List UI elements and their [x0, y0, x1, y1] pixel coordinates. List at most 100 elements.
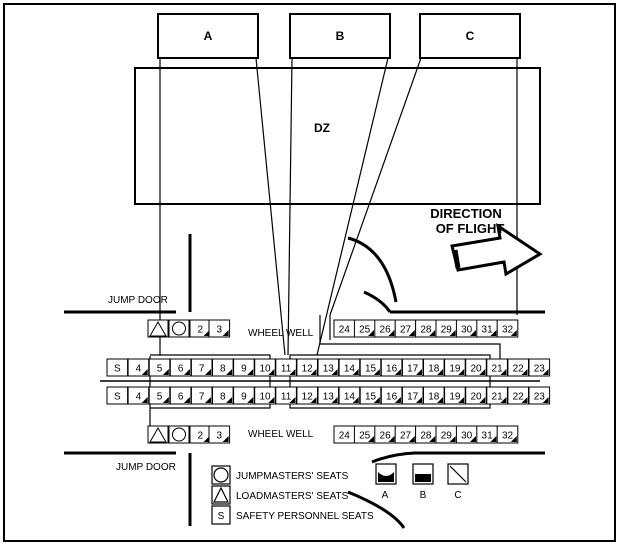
- seat-number: 14: [344, 392, 356, 403]
- jumpmaster-seat: [168, 319, 190, 338]
- seat-number: 20: [470, 364, 482, 375]
- seat-marker: [510, 330, 517, 336]
- seat: 9: [233, 386, 255, 405]
- seat: 20: [465, 358, 487, 377]
- seat-marker: [368, 436, 374, 442]
- seat-marker: [449, 436, 456, 442]
- seat-number: 19: [449, 392, 461, 403]
- seat: 15: [359, 386, 382, 405]
- seat: 7: [190, 386, 213, 405]
- seat-marker: [141, 397, 148, 403]
- seat: 10: [254, 358, 276, 377]
- seat-marker: [183, 369, 190, 375]
- seat-marker: [521, 369, 528, 375]
- stick-seat-c-label: C: [454, 490, 461, 501]
- seat-number: 26: [380, 431, 392, 442]
- seat-marker: [268, 369, 275, 375]
- seat-number: 7: [199, 392, 205, 403]
- legend-safety-box: [211, 505, 231, 525]
- seat-marker: [490, 330, 497, 336]
- seat-number: 13: [323, 364, 335, 375]
- seat-marker: [394, 397, 401, 403]
- seat: 10: [254, 386, 276, 405]
- seat-number: 21: [492, 392, 504, 403]
- seat: 18: [423, 386, 445, 405]
- seat-number: 13: [323, 392, 335, 403]
- seat: 30: [455, 319, 478, 338]
- zone-box-a: A: [157, 13, 259, 59]
- seat: 6: [169, 358, 192, 377]
- seat: 14: [338, 386, 361, 405]
- seat-marker: [162, 397, 169, 403]
- loadmaster-seat-icon: [213, 486, 229, 503]
- seat: S: [106, 358, 129, 377]
- direction-label-line1: DIRECTION: [430, 206, 502, 221]
- seat-marker: [162, 369, 169, 375]
- seat: 12: [296, 358, 318, 377]
- triangle-icon: [149, 426, 167, 443]
- seat: 3: [208, 425, 231, 444]
- seat-number: 16: [386, 392, 398, 403]
- seat-box: [208, 319, 231, 338]
- seat-number: 8: [220, 364, 226, 375]
- seat: 21: [486, 358, 508, 377]
- seat-number: 15: [365, 392, 377, 403]
- seat-marker: [203, 436, 210, 442]
- seat-number: 18: [428, 364, 440, 375]
- seat: 31: [476, 319, 498, 338]
- triangle-icon: [149, 320, 167, 337]
- seat-marker: [226, 369, 233, 375]
- seat-number: 29: [441, 325, 453, 336]
- seat: 14: [338, 358, 361, 377]
- seat-number: 22: [513, 392, 525, 403]
- seat: 8: [212, 358, 234, 377]
- stick-seat-a-label: A: [382, 490, 389, 501]
- seat-marker: [542, 369, 549, 375]
- seat-marker: [310, 397, 317, 403]
- seat: 17: [401, 358, 424, 377]
- seat: 31: [476, 425, 498, 444]
- seat: 16: [380, 358, 403, 377]
- seat: 3: [208, 319, 231, 338]
- seat: 5: [148, 358, 171, 377]
- seat-marker: [268, 397, 275, 403]
- seat-number: 29: [441, 431, 453, 442]
- seat: 12: [296, 386, 318, 405]
- seat-number: 20: [470, 392, 482, 403]
- seat-marker: [490, 436, 497, 442]
- seat-box: [148, 358, 171, 377]
- seat: 21: [486, 386, 508, 405]
- seat: 29: [435, 319, 458, 338]
- seat-marker: [510, 436, 517, 442]
- seat-marker: [408, 436, 415, 442]
- seat: 23: [528, 386, 551, 405]
- seat: 32: [496, 425, 519, 444]
- seat-number: 32: [502, 325, 514, 336]
- seat-marker: [203, 330, 210, 336]
- seat-number: 31: [482, 431, 494, 442]
- seat-marker: [470, 330, 476, 336]
- seat-number: 17: [407, 364, 419, 375]
- seat-number: 2: [198, 325, 204, 336]
- seat: 24: [333, 319, 356, 338]
- wheel-well-label-upper: WHEEL WELL: [248, 328, 314, 339]
- seat-marker: [408, 330, 415, 336]
- diagram-border: [3, 3, 616, 542]
- seat-box: [486, 358, 508, 377]
- seat-marker: [394, 369, 401, 375]
- seat: 16: [380, 386, 403, 405]
- circle-icon: [172, 321, 186, 336]
- seat-number: 31: [482, 325, 494, 336]
- seat-marker: [449, 330, 456, 336]
- seat-marker: [416, 397, 422, 403]
- stick-seat-c-mark: [449, 465, 467, 483]
- jumpmaster-seat: [168, 425, 190, 444]
- stick-seat-a-mark: [378, 472, 394, 482]
- seat-number: 22: [513, 364, 525, 375]
- seat-number: 30: [461, 325, 473, 336]
- seat-marker: [429, 436, 436, 442]
- seat: 13: [317, 358, 340, 377]
- seat-box: [208, 425, 231, 444]
- seat-box: [147, 425, 169, 444]
- drop-zone-box: [134, 67, 541, 205]
